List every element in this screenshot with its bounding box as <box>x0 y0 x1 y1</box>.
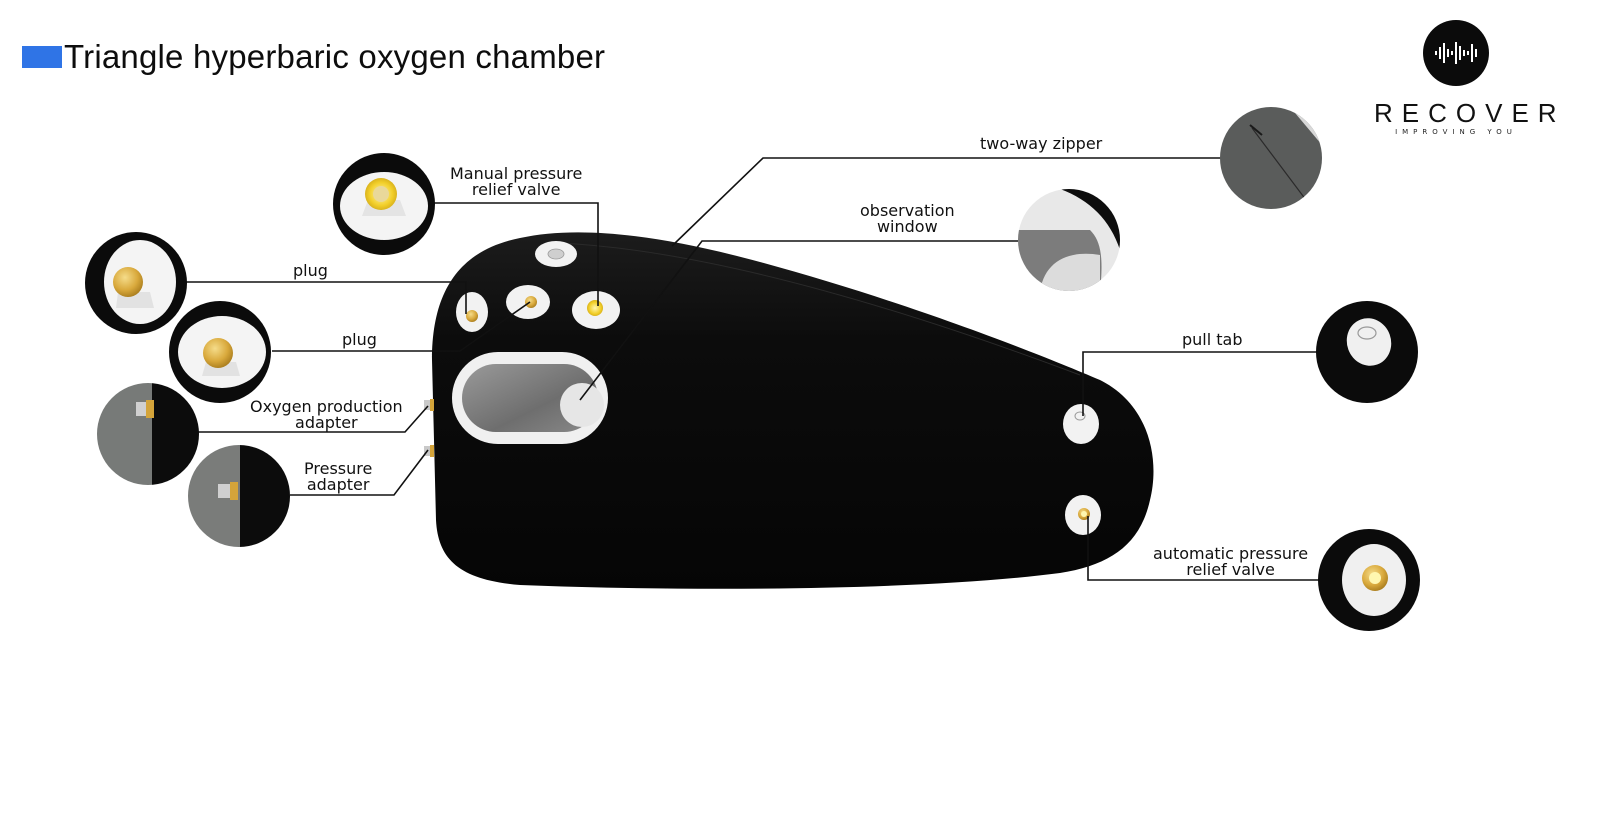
page-title: Triangle hyperbaric oxygen chamber <box>64 38 606 75</box>
label-manual-valve: Manual pressure relief valve <box>450 166 582 198</box>
label-auto-valve: automatic pressure relief valve <box>1153 546 1308 578</box>
callout-pull-tab <box>1316 301 1418 403</box>
label-line: relief valve <box>471 180 561 199</box>
callout-pressure-adapter <box>188 445 290 547</box>
leader-zipper <box>671 157 1222 247</box>
leader-plug-2 <box>272 301 531 352</box>
brand-name: RECOVER <box>1374 98 1566 128</box>
label-plug-1: plug <box>293 263 328 279</box>
label-line: Manual pressure <box>450 164 583 183</box>
label-line: two-way zipper <box>980 134 1103 153</box>
leader-auto-valve <box>1087 516 1320 581</box>
title-accent-bar <box>22 46 62 68</box>
page-header: Triangle hyperbaric oxygen chamber <box>22 38 605 76</box>
callout-zipper <box>1220 107 1322 209</box>
label-line: Pressure <box>304 459 373 478</box>
port-plug-1 <box>456 292 488 332</box>
side-adapter-oxygen <box>424 399 434 411</box>
port-auto-valve <box>1065 495 1101 535</box>
leader-oxygen-adapter <box>198 405 429 433</box>
label-line: relief valve <box>1186 560 1275 579</box>
callout-oxygen-adapter <box>97 383 199 485</box>
label-oxygen-adapter: Oxygen production adapter <box>250 399 403 431</box>
observation-window <box>452 352 608 444</box>
port-pull-tab <box>1063 404 1099 444</box>
brand-logo: RECOVER IMPROVING YOU <box>1366 20 1566 136</box>
callout-plug-2 <box>169 301 271 403</box>
label-line: observation <box>860 201 955 220</box>
label-line: automatic pressure <box>1153 544 1309 563</box>
callout-auto-valve <box>1318 529 1420 631</box>
callout-manual-valve <box>333 153 435 255</box>
label-pull-tab: pull tab <box>1182 332 1243 348</box>
brand-tagline: IMPROVING YOU <box>1395 128 1517 136</box>
leader-window <box>579 240 1020 401</box>
label-line: adapter <box>295 413 358 432</box>
label-line: pull tab <box>1182 330 1243 349</box>
label-line: Oxygen production <box>250 397 403 416</box>
port-manual-valve <box>572 291 620 329</box>
leader-pressure-adapter <box>290 449 429 496</box>
leader-lines <box>186 157 1320 581</box>
leader-manual-valve <box>434 202 599 306</box>
port-top <box>535 241 577 267</box>
label-line: plug <box>293 261 328 280</box>
leader-plug-1 <box>186 281 467 314</box>
side-adapter-pressure <box>424 445 434 457</box>
label-line: plug <box>342 330 377 349</box>
label-pressure-adapter: Pressure adapter <box>304 461 372 493</box>
leader-pull-tab <box>1082 351 1318 416</box>
label-window: observation window <box>860 203 955 235</box>
label-line: window <box>876 217 938 236</box>
callout-plug-1 <box>85 232 187 334</box>
label-plug-2: plug <box>342 332 377 348</box>
label-line: adapter <box>306 475 370 494</box>
sound-wave-icon <box>1423 20 1489 86</box>
callout-window <box>1018 189 1120 291</box>
label-zipper: two-way zipper <box>980 136 1102 152</box>
